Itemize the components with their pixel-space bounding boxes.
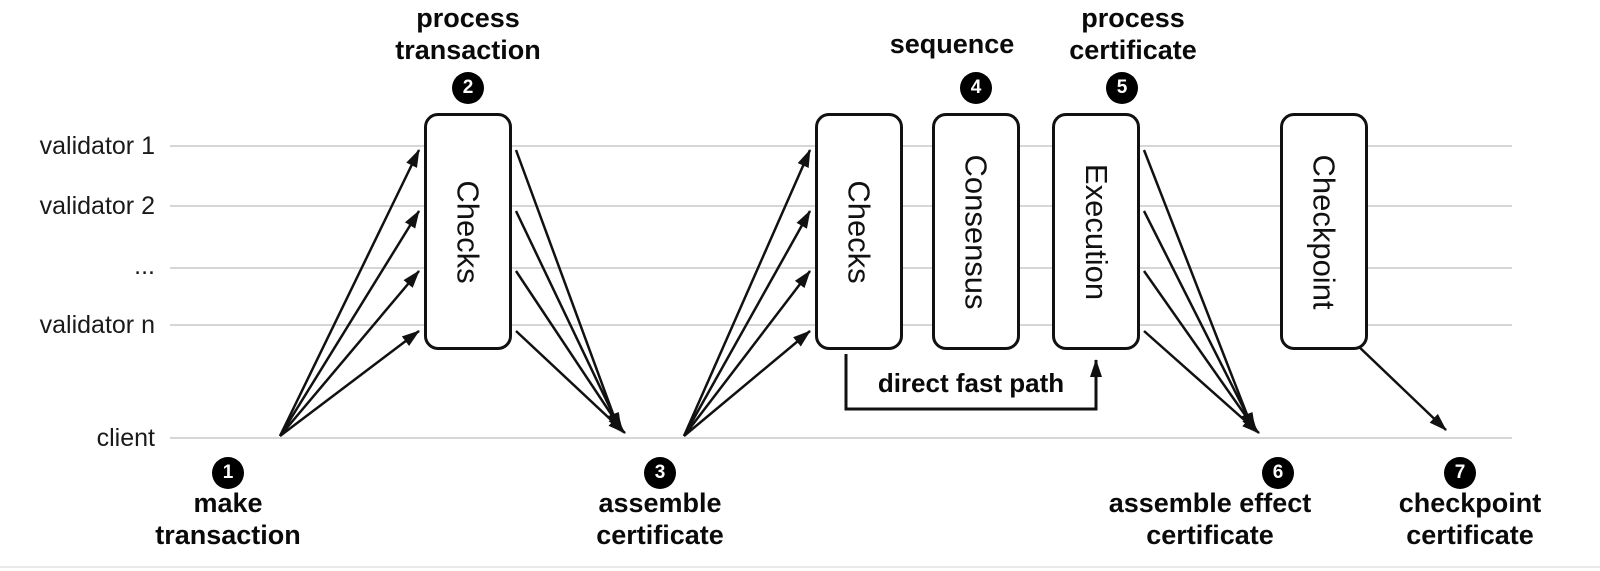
arrow-cert-to-validator-ellipsis bbox=[683, 270, 811, 437]
checks-box-1: Checks bbox=[424, 113, 512, 350]
arrow-sig-from-validator-2 bbox=[514, 210, 623, 432]
step-badge-4: 4 bbox=[960, 72, 992, 104]
lane-label-validator-2: validator 2 bbox=[39, 192, 155, 220]
step-badge-7: 7 bbox=[1444, 457, 1476, 489]
arrow-effect-from-validator-ellipsis bbox=[1142, 270, 1259, 433]
step-badge-5: 5 bbox=[1106, 72, 1138, 104]
execution-box: Execution bbox=[1052, 113, 1140, 350]
step-label-assemble-effect-certificate: assemble effect certificate bbox=[1108, 488, 1312, 550]
checks-box-2: Checks bbox=[815, 113, 903, 350]
direct-fast-path-label: direct fast path bbox=[877, 368, 1065, 398]
arrows-broadcast-certificate bbox=[682, 149, 812, 437]
step-badge-3: 3 bbox=[644, 457, 676, 489]
checks-box-1-label: Checks bbox=[451, 179, 486, 284]
step-label-process-certificate: process certificate bbox=[1069, 3, 1197, 65]
step-label-sequence: sequence bbox=[889, 29, 1015, 59]
step-badge-2-num: 2 bbox=[462, 77, 474, 98]
step-badge-2: 2 bbox=[452, 72, 484, 104]
consensus-box-label: Consensus bbox=[959, 153, 994, 310]
step-label-make-transaction: make transaction bbox=[155, 488, 301, 550]
arrow-checkpoint-certificate bbox=[1355, 343, 1447, 431]
step-badge-3-num: 3 bbox=[654, 462, 666, 483]
arrow-sig-from-validator-ellipsis bbox=[514, 270, 625, 433]
arrow-tx-to-validator-ellipsis bbox=[279, 270, 420, 437]
step-badge-7-num: 7 bbox=[1454, 462, 1466, 483]
checkpoint-box-label: Checkpoint bbox=[1307, 153, 1342, 310]
step-badge-6: 6 bbox=[1262, 457, 1294, 489]
step-badge-6-num: 6 bbox=[1272, 462, 1284, 483]
consensus-box: Consensus bbox=[932, 113, 1020, 350]
lane-label-validator-1: validator 1 bbox=[39, 132, 155, 160]
checkpoint-box: Checkpoint bbox=[1280, 113, 1368, 350]
step-badge-5-num: 5 bbox=[1116, 77, 1128, 98]
arrow-effect-from-validator-n bbox=[1143, 330, 1260, 434]
step-label-assemble-certificate: assemble certificate bbox=[596, 488, 724, 550]
arrow-tx-to-validator-n bbox=[279, 330, 420, 437]
arrow-effect-from-validator-1 bbox=[1142, 149, 1255, 431]
arrow-sig-from-validator-1 bbox=[514, 149, 621, 431]
checks-box-2-label: Checks bbox=[842, 179, 877, 284]
arrow-cert-to-validator-2 bbox=[682, 210, 812, 437]
arrows-collect-signatures bbox=[514, 149, 626, 434]
execution-box-label: Execution bbox=[1079, 163, 1115, 300]
arrow-tx-to-validator-2 bbox=[278, 210, 421, 437]
arrow-tx-to-validator-1 bbox=[278, 149, 421, 437]
step-badge-1: 1 bbox=[212, 457, 244, 489]
arrow-effect-from-validator-2 bbox=[1142, 210, 1257, 432]
arrows-broadcast-transaction bbox=[278, 149, 421, 437]
arrows-collect-effects bbox=[1142, 149, 1260, 434]
direct-fast-path-route bbox=[844, 354, 1102, 411]
arrow-cert-to-validator-1 bbox=[682, 149, 812, 437]
lane-label-client: client bbox=[96, 424, 155, 452]
arrow-cert-to-validator-n bbox=[683, 330, 811, 437]
step-badge-1-num: 1 bbox=[222, 462, 234, 483]
lane-label-validator-ellipsis: ... bbox=[134, 252, 155, 280]
step-label-process-transaction: process transaction bbox=[395, 3, 541, 65]
step-badge-4-num: 4 bbox=[970, 77, 982, 98]
arrow-sig-from-validator-n bbox=[515, 330, 626, 434]
step-label-checkpoint-certificate: checkpoint certificate bbox=[1398, 488, 1542, 550]
lane-label-validator-n: validator n bbox=[39, 311, 155, 339]
